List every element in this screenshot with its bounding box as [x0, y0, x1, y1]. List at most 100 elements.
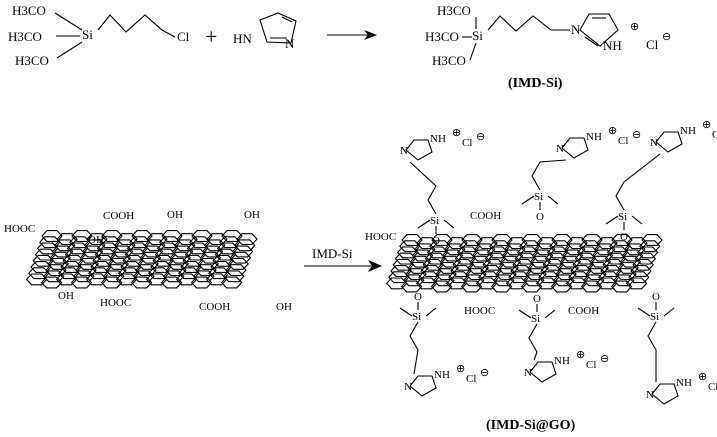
hexagon-ring: [152, 254, 174, 267]
negative-charge: ⊖: [600, 353, 609, 365]
hexagon-ring: [448, 271, 470, 284]
negative-charge: ⊖: [480, 367, 489, 379]
hexagon-ring: [103, 270, 125, 283]
hexagon-ring: [208, 267, 230, 280]
hexagon-ring: [58, 267, 80, 280]
hexagon-ring: [641, 234, 663, 246]
chloride-ion: Cl: [586, 359, 596, 371]
hexagon-ring: [604, 252, 627, 265]
hexagon-ring: [41, 230, 63, 242]
chloride-ion: Cl: [462, 137, 472, 149]
hexagon-ring: [493, 274, 515, 287]
methyl-bond: [544, 309, 556, 319]
methyl-bond: [417, 219, 431, 229]
imidazolium-n: N: [524, 367, 532, 379]
hexagon-ring: [568, 271, 590, 284]
hexagon-ring: [191, 230, 213, 242]
go-oh-bottom-right: OH: [276, 301, 292, 313]
imidazolium-ring: [655, 131, 683, 153]
imidazolium-chains: OSiNNH⊕Cl⊖OSiNNH⊕Cl⊖OSiNNH⊕Cl⊖OSiNNH⊕Cl⊖…: [399, 119, 717, 405]
methoxy-bot: H3CO: [432, 53, 466, 68]
reaction-arrow-1: [327, 30, 377, 40]
imidazolium-nh: NH: [586, 131, 602, 143]
hexagon-ring: [39, 236, 61, 249]
hexagon-ring: [632, 258, 654, 271]
hexagon-ring: [392, 258, 414, 271]
hexagon-ring: [551, 234, 573, 246]
reagent-label: IMD-Si: [312, 246, 353, 261]
hexagon-ring: [570, 265, 592, 277]
hexagon-ring: [225, 264, 247, 277]
hexagon-ring: [161, 230, 183, 242]
go-oh-top: OH: [167, 209, 183, 221]
chloride-ion: Cl: [618, 135, 628, 147]
hexagon-ring: [454, 252, 477, 265]
imidazole-nh: HN: [233, 31, 252, 46]
hexagon-ring: [180, 261, 202, 273]
hexagon-ring: [535, 277, 558, 290]
hexagon-ring: [34, 248, 57, 261]
hexagon-ring: [565, 277, 588, 290]
imidazolium-nh: NH: [554, 355, 570, 367]
go-hooc-bottom: HOOC: [100, 297, 131, 309]
hexagon-ring: [520, 280, 543, 293]
hexagon-ring: [489, 240, 511, 253]
hexagon-ring: [131, 230, 153, 242]
hexagon-ring: [514, 252, 537, 265]
negative-charge: ⊖: [662, 31, 671, 43]
hexagon-ring: [234, 239, 256, 252]
hexagon-ring: [175, 273, 198, 286]
silicon-atom: Si: [650, 311, 659, 323]
hexagon-ring: [613, 274, 635, 287]
reactant-imidazole: HN N: [233, 12, 297, 51]
hexagon-ring: [609, 240, 631, 253]
positive-charge: ⊕: [702, 119, 711, 131]
hexagon-ring: [220, 276, 243, 289]
hexagon-ring: [388, 271, 410, 284]
hexagon-ring: [189, 236, 211, 249]
hexagon-ring: [154, 248, 177, 261]
hexagon-ring: [219, 236, 241, 249]
hexagon-ring: [630, 265, 652, 277]
hexagon-ring: [595, 277, 618, 290]
hexagon-ring: [625, 277, 648, 290]
graphene-oxide-sheet: HOOC COOH OH OH OH OH HOOC COOH OH: [4, 209, 292, 313]
methyl-bond: [631, 215, 643, 225]
imidazolium-n: N: [571, 22, 581, 37]
prod-hooc-left: HOOC: [365, 231, 396, 243]
imidazolium-n: N: [646, 389, 654, 401]
hexagon-ring: [424, 252, 447, 265]
imidazolium-n: N: [650, 137, 658, 149]
hexagon-ring: [579, 240, 601, 253]
plus-sign: +: [205, 24, 217, 49]
oxygen-atom: O: [620, 231, 628, 243]
hexagon-ring: [634, 252, 657, 265]
propyl-chain: [528, 323, 538, 361]
hexagon-ring: [71, 230, 93, 242]
positive-charge: ⊕: [576, 349, 585, 361]
methyl-bond: [399, 307, 413, 317]
propyl-chain: [647, 321, 657, 382]
go-cooh-bottom: COOH: [199, 301, 230, 313]
propyl-chain: [409, 161, 437, 215]
hexagon-ring: [486, 246, 509, 259]
hexagon-ring: [30, 261, 52, 273]
prod-hooc-bottom: HOOC: [464, 305, 495, 317]
hexagon-ring: [400, 280, 423, 293]
imidazole-n: N: [285, 36, 295, 51]
hexagon-ring: [115, 273, 138, 286]
imidazolium-nh: NH: [676, 377, 692, 389]
hexagon-ring: [214, 248, 237, 261]
imidazolium-nh: NH: [430, 133, 446, 145]
silicon-atom: Si: [534, 191, 543, 203]
hexagon-ring: [396, 246, 419, 259]
hexagon-ring: [184, 248, 207, 261]
hexagon-ring: [429, 240, 451, 253]
hexagon-ring: [403, 274, 425, 287]
hexagon-ring: [478, 271, 500, 284]
imidazolium-nh: NH: [680, 125, 696, 137]
go-oh-right: OH: [244, 209, 260, 221]
oxygen-atom: O: [536, 211, 544, 223]
hexagon-ring: [508, 271, 530, 284]
imidazolium-ring: [651, 383, 679, 405]
